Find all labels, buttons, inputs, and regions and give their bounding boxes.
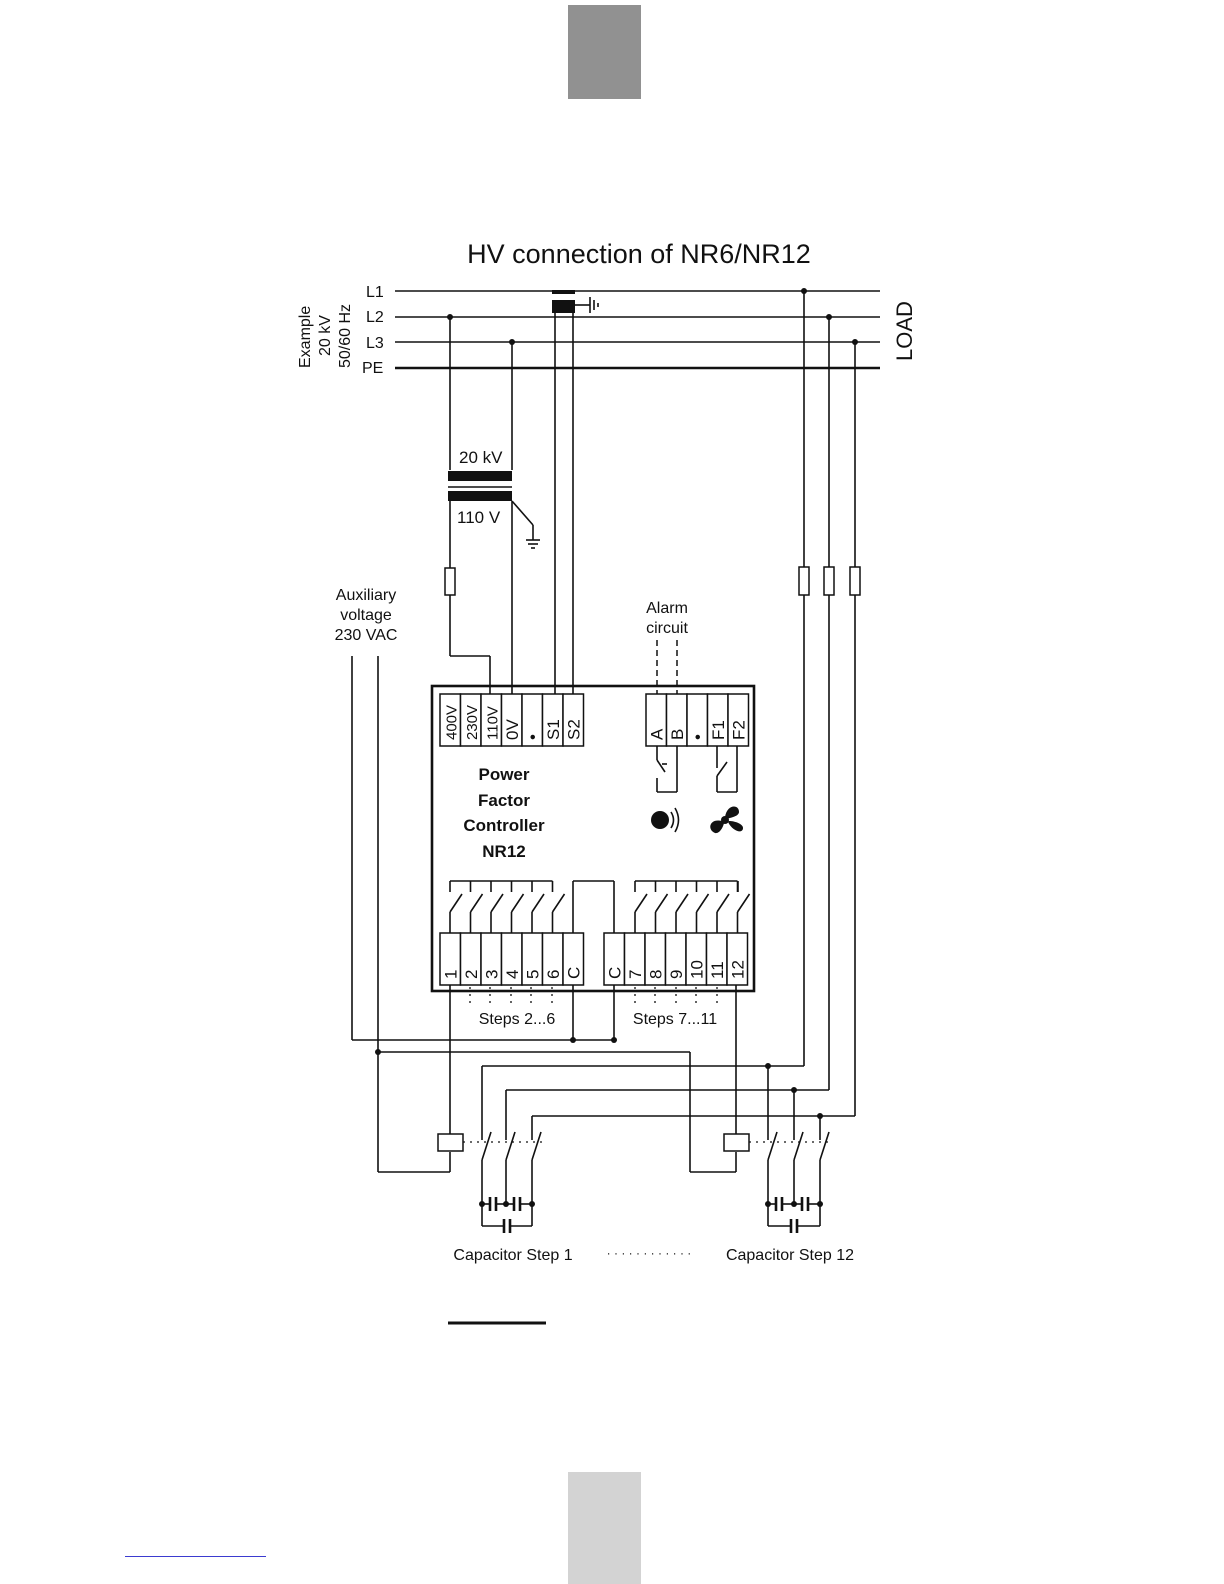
controller-name: Power Factor Controller NR12 <box>463 765 545 861</box>
top-terminal-right-label: • <box>688 734 707 740</box>
transformer-secondary-label: 110 V <box>457 508 501 527</box>
line-label-l1: L1 <box>366 284 384 301</box>
svg-text:Alarm: Alarm <box>646 600 688 617</box>
alarm-relay-contact <box>657 746 677 792</box>
alarm-circuit-label: Alarm circuit <box>646 600 688 637</box>
svg-text:NR12: NR12 <box>482 842 525 861</box>
steps-right-label: Steps 7...11 <box>633 1011 717 1028</box>
capacitor-step-first-label: Capacitor Step 1 <box>453 1247 572 1264</box>
svg-text:Auxiliary: Auxiliary <box>336 587 396 604</box>
svg-text:Factor: Factor <box>478 791 530 810</box>
auxiliary-voltage-label: Auxiliary voltage 230 VAC <box>335 587 398 644</box>
bottom-terminal-left-label: C <box>564 967 583 979</box>
steps-left-label: Steps 2...6 <box>479 1011 556 1028</box>
line-label-l3: L3 <box>366 335 384 352</box>
bottom-terminal-right-label: C <box>605 967 624 979</box>
bottom-terminal-left-label: 3 <box>482 970 501 979</box>
top-terminal-left-label: 230V <box>464 705 481 740</box>
top-terminal-right-label: A <box>647 728 666 740</box>
top-terminal-left-label: S1 <box>544 719 563 740</box>
svg-text:20 kV: 20 kV <box>317 315 334 356</box>
svg-text:Controller: Controller <box>463 816 545 835</box>
bottom-terminal-left-label: 6 <box>544 970 563 979</box>
capacitor-step-last-label: Capacitor Step 12 <box>726 1247 854 1264</box>
top-terminal-left-label: • <box>523 734 542 740</box>
bottom-terminal-right-label: 11 <box>708 961 727 979</box>
line-label-pe: PE <box>362 360 383 377</box>
step-relay-contacts <box>450 881 750 933</box>
current-transformer <box>552 290 598 694</box>
bottom-terminal-right-label: 12 <box>728 960 747 979</box>
bottom-terminal-left-label: 4 <box>503 970 522 979</box>
capacitor-step-dots: · · · · · · · · · · · · <box>607 1246 692 1260</box>
top-terminal-right-label: B <box>668 729 687 740</box>
bottom-terminal-left-label: 2 <box>462 970 481 979</box>
bottom-terminal-right-label: 9 <box>667 970 686 979</box>
bottom-terminal-left-label: 1 <box>441 970 460 979</box>
top-terminal-left-label: 110V <box>484 706 501 740</box>
contactor-step-1 <box>463 1132 542 1233</box>
supply-example-label: Example 20 kV 50/60 Hz <box>297 304 354 368</box>
top-terminal-right-label: F1 <box>709 720 728 740</box>
alarm-sound-icon <box>651 808 679 832</box>
fan-icon <box>710 807 743 834</box>
top-terminal-left-label: S2 <box>564 719 583 740</box>
top-terminal-left-label: 0V <box>503 719 522 740</box>
line-label-l2: L2 <box>366 309 384 326</box>
transformer-primary-label: 20 kV <box>459 448 503 467</box>
load-label: LOAD <box>892 301 917 361</box>
top-terminal-right-label: F2 <box>729 720 748 740</box>
svg-text:voltage: voltage <box>340 607 392 624</box>
fan-relay-contact <box>717 746 737 792</box>
contactor-step-12 <box>749 1132 830 1233</box>
bottom-terminal-left-label: 5 <box>523 970 542 979</box>
bottom-terminal-right-label: 8 <box>646 970 665 979</box>
bottom-terminal-right-label: 7 <box>626 970 645 979</box>
svg-text:Example: Example <box>297 306 314 368</box>
svg-text:circuit: circuit <box>646 620 688 637</box>
svg-text:Power: Power <box>478 765 529 784</box>
diagram-title: HV connection of NR6/NR12 <box>467 239 811 269</box>
bottom-terminal-right-label: 10 <box>687 960 706 979</box>
svg-text:230 VAC: 230 VAC <box>335 627 398 644</box>
voltage-transformer <box>445 314 540 694</box>
svg-text:50/60 Hz: 50/60 Hz <box>337 304 354 368</box>
top-terminal-left-label: 400V <box>443 705 460 740</box>
